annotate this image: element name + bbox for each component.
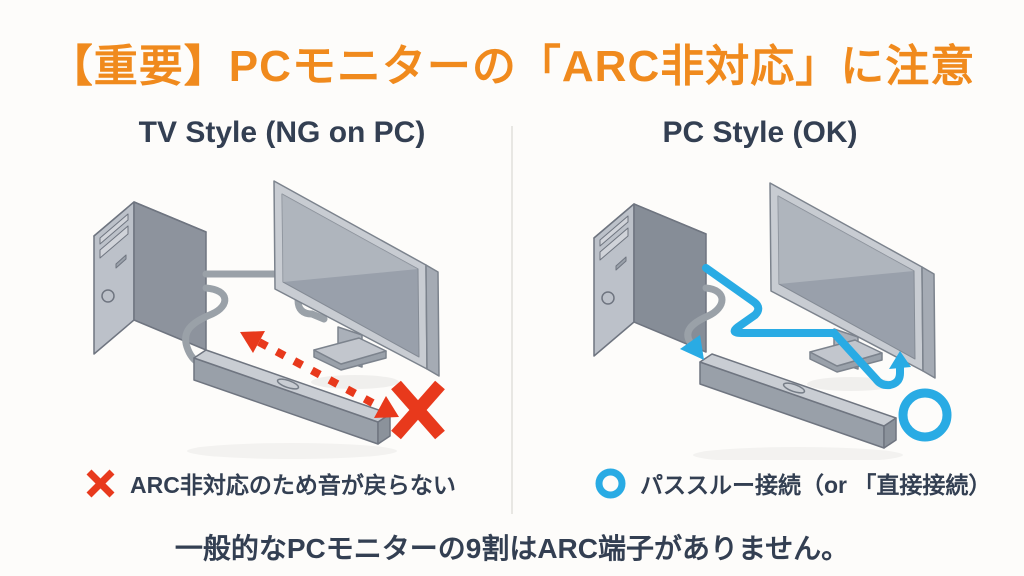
- screen-sheen: [778, 196, 914, 284]
- arrowhead-icon: [374, 396, 399, 418]
- hdmi-cable-pc-to-soundbar: [684, 284, 726, 346]
- monitor-screen: [281, 193, 420, 358]
- footer-text: 一般的なPCモニターの9割はARC端子がありません。: [174, 533, 850, 564]
- signal-blocked-arrow: [240, 331, 399, 418]
- screen-sheen: [282, 194, 418, 282]
- pc-tower-illustration: [593, 203, 707, 357]
- left-panel-header: TV Style (NG on PC): [138, 116, 426, 149]
- drive-bay-slot: [99, 225, 129, 259]
- left-caption-text: ARC非対応のため音が戻らない: [130, 472, 456, 498]
- panel-divider: [511, 126, 513, 514]
- slide-title: 【重要】PCモニターの「ARC非対応」に注意: [48, 42, 976, 91]
- drive-bay-slot: [599, 215, 629, 247]
- right-panel-header: PC Style (OK): [662, 116, 858, 149]
- monitor-shadow: [311, 375, 399, 389]
- power-button-icon: [601, 291, 615, 305]
- arrowhead-to-monitor-icon: [889, 351, 911, 369]
- cross-icon: [86, 469, 115, 497]
- circle-icon: [595, 468, 626, 498]
- arrowhead-to-soundbar-icon: [680, 335, 704, 360]
- soundbar-shadow: [187, 443, 397, 459]
- signal-cable-pc-to-monitor: [702, 264, 904, 390]
- power-button-icon: [101, 289, 115, 303]
- soundbar-shadow: [693, 447, 903, 460]
- soundbar-illustration: [699, 353, 897, 449]
- cross-mark: [391, 380, 445, 440]
- soundbar-control-icon: [276, 378, 300, 390]
- monitor-screen: [777, 195, 916, 360]
- soundbar-control-icon: [782, 382, 806, 394]
- left-caption: ARC非対応のため音が戻らない: [84, 466, 456, 500]
- tower-button: [615, 256, 627, 271]
- right-illustration: [593, 182, 952, 460]
- drive-bay-slot: [99, 213, 129, 245]
- monitor-illustration: [273, 180, 440, 377]
- tower-button: [115, 254, 127, 269]
- hdmi-cable-pc-to-soundbar: [182, 284, 229, 368]
- arrowhead-icon: [240, 331, 265, 353]
- drive-bay-slot: [599, 227, 629, 261]
- pc-tower-illustration: [93, 201, 207, 355]
- right-caption-text: パススルー接続（or 「直接接続）: [640, 472, 992, 498]
- monitor-illustration: [769, 182, 936, 379]
- circle-mark: [898, 388, 952, 442]
- soundbar-illustration: [193, 349, 391, 445]
- left-illustration: [93, 180, 445, 459]
- right-caption: パススルー接続（or 「直接接続）: [594, 466, 991, 500]
